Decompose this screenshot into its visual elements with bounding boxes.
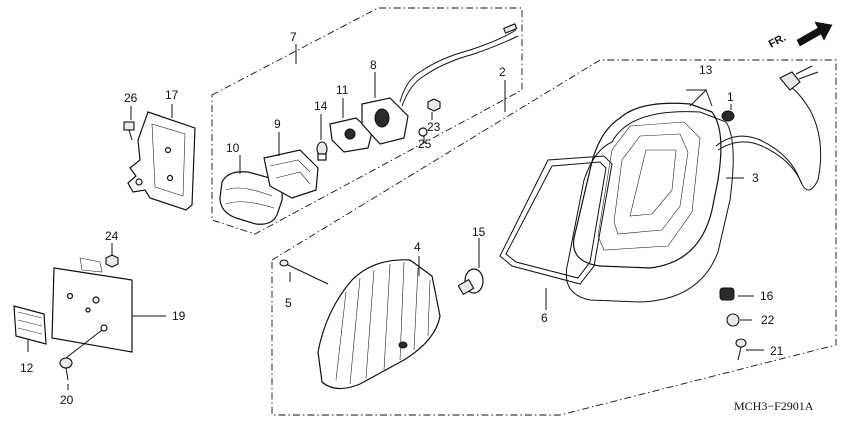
callout-21: 21 xyxy=(770,344,784,358)
part-16-grommet xyxy=(719,287,735,301)
callout-4: 4 xyxy=(414,240,421,254)
callout-8: 8 xyxy=(370,58,377,72)
part-21-screw xyxy=(735,338,747,361)
group-frame-2 xyxy=(271,59,837,416)
callout-3: 3 xyxy=(752,171,759,185)
part-19-license-bracket xyxy=(51,257,133,353)
callout-labels: 7 2 8 9 10 11 14 23 25 26 17 13 1 3 4 5 … xyxy=(20,30,784,407)
part-12-license-lens xyxy=(13,305,47,345)
callout-9: 9 xyxy=(274,117,281,131)
part-26-bolt xyxy=(123,121,135,141)
part-14-bulb xyxy=(316,141,328,161)
callout-11: 11 xyxy=(336,83,349,97)
callout-19: 19 xyxy=(172,309,186,323)
callout-23: 23 xyxy=(427,120,441,134)
wire-harness xyxy=(715,65,822,191)
callout-1: 1 xyxy=(727,90,734,104)
part-8-socket xyxy=(361,23,519,145)
callout-22: 22 xyxy=(761,313,775,327)
part-4-lens xyxy=(317,259,441,390)
front-direction-marker: FR. xyxy=(767,21,833,51)
part-25-washer xyxy=(418,127,428,137)
part-5-screw xyxy=(279,259,329,285)
part-1-grommet xyxy=(721,110,735,122)
part-23-nut xyxy=(427,98,441,112)
callout-2: 2 xyxy=(499,65,506,79)
fr-label: FR. xyxy=(767,32,788,51)
callout-17: 17 xyxy=(165,88,179,102)
callout-16: 16 xyxy=(760,289,774,303)
callout-13: 13 xyxy=(699,63,713,77)
part-9-housing xyxy=(263,149,319,199)
callout-12: 12 xyxy=(20,361,34,375)
callout-25: 25 xyxy=(418,137,432,151)
callout-26: 26 xyxy=(124,91,138,105)
part-13-tail-lamp-unit xyxy=(572,102,722,269)
callout-15: 15 xyxy=(472,225,486,239)
callout-24: 24 xyxy=(105,229,119,243)
callout-14: 14 xyxy=(314,99,328,113)
part-20-screw xyxy=(59,357,73,381)
part-22-collar xyxy=(726,313,740,327)
part-6-gasket xyxy=(499,155,613,285)
callout-7: 7 xyxy=(290,30,297,44)
arrow-right-up-icon xyxy=(796,21,833,47)
part-24-nut xyxy=(105,254,119,268)
part-11-socket-plate xyxy=(329,117,373,153)
callout-20: 20 xyxy=(60,393,74,407)
callout-5: 5 xyxy=(285,296,292,310)
drawing-code: MCH3−F2901A xyxy=(734,399,814,413)
part-15-bulb xyxy=(457,268,484,296)
callout-10: 10 xyxy=(226,141,240,155)
leader-lines xyxy=(27,44,764,390)
part-17-bracket xyxy=(127,111,196,211)
callout-6: 6 xyxy=(541,311,548,325)
part-3-gasket xyxy=(565,111,734,303)
